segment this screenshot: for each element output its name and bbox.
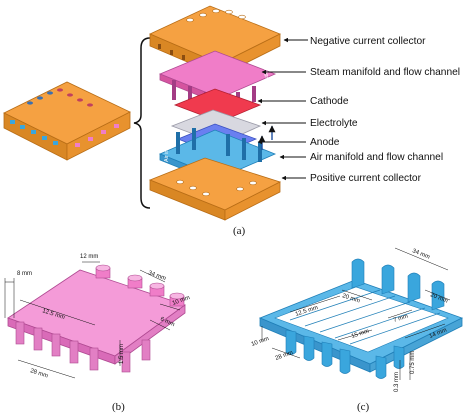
panel-c-bottom-fins [285,329,405,379]
dim-c-7mm: 7 mm [393,314,409,324]
positive-current-collector-part [148,157,282,221]
panel-c: 34 mm 20 mm 20 mm 12.5 mm 7 mm 15 mm 14 … [251,247,464,413]
dim-c-15mm: 15 mm [351,329,370,340]
dim-c-20mm-a: 20 mm [341,293,360,304]
dim-b-1-5mm: 1.5 mm [119,344,125,364]
panel-b-dimension-lines [4,261,181,379]
panel-b-top-ports [95,264,185,307]
assembly-bracket [133,37,151,209]
label-electrolyte: Electrolyte [310,118,358,129]
dim-b-10mm: 10 mm [172,295,191,307]
caption-b: (b) [112,401,125,413]
callout-arrows [257,37,308,181]
assembled-slots [10,120,119,147]
panel-c-channels [289,289,441,345]
air-outlet-label: Air outlet [279,128,285,150]
label-air-manifold: Air manifold and flow channel [310,152,443,163]
callout-labels: Negative current collector Steam manifol… [310,36,460,184]
exploded-view: Steam inlet Steam outlet Air inlet Air o… [148,5,285,221]
panel-c-top-fins [351,258,445,311]
label-anode: Anode [310,137,340,148]
dim-b-28mm: 28 mm [29,368,48,379]
dim-c-28mm: 28 mm [275,350,294,362]
label-positive-current-collector: Positive current collector [310,173,422,184]
caption-c: (c) [357,401,370,413]
panel-a: Steam inlet Steam outlet Air inlet Air o… [3,5,460,237]
dim-b-6mm: 6 mm [159,316,175,328]
dim-c-0-75mm: 0.75 mm [410,351,416,374]
steam-outlet-label: Steam outlet [264,69,270,100]
panel-b-legs [15,321,151,373]
caption-a: (a) [233,225,246,237]
dim-c-10mm: 10 mm [251,336,270,348]
label-negative-current-collector: Negative current collector [310,36,426,47]
panel-b: 8 mm 12 mm 34 mm 12.5 mm 6 mm 10 mm 1.5 … [4,254,191,413]
dim-b-34mm: 34 mm [147,270,166,282]
air-inlet-label: Air inlet [164,143,170,162]
label-steam-manifold: Steam manifold and flow channel [310,67,460,78]
dim-b-12mm: 12 mm [80,254,98,260]
dim-c-0-3mm: 0.3 mm [394,372,400,392]
steam-inlet-label: Steam inlet [163,84,169,112]
panel-c-dimension-lines [261,247,451,380]
assembled-stack [3,81,131,161]
label-cathode: Cathode [310,96,349,107]
dim-b-8mm: 8 mm [17,271,32,277]
negative-current-collector-part [149,5,281,77]
